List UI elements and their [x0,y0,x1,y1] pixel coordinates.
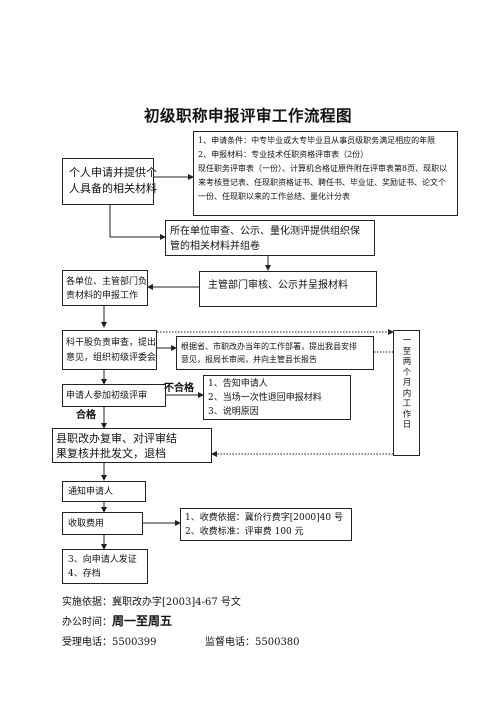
collect-fee-box: 收取费用 [62,512,143,535]
conditions-line-5: 一份、任现职以来的工作总结、量化计分表 [198,192,350,201]
unit-review-line-1: 所在单位审查、公示、量化测评提供组织保 [170,226,360,237]
basis-value: 冀职改办字[2003]4-67 号文 [112,597,241,608]
basis-row: 实施依据：冀职改办字[2003]4-67 号文 [62,593,241,608]
schedule-note-line-1: 根据省、市职改办当年的工作部署，提出我县安排 [181,342,357,351]
county-review-box: 县职改办复审、对评审结 果复核并批发文，退档 [52,428,212,463]
fee-info-line-2: 2、收费标准：评审费 100 元 [185,527,304,537]
conditions-line-4: 来考核登记表、任现职资格证书、聘任书、毕业证、奖励证书、论文个 [198,178,446,187]
notify-text: 通知申请人 [68,487,114,497]
applicant-materials-line-2: 人具备的相关材料 [69,182,157,195]
schedule-note-box: 根据省、市职改办当年的工作部署，提出我县安排 意见，报局长审阅，并向主管县长报告 [176,336,374,370]
applicant-materials-box: 个人申请并提供个 人具备的相关材料 [62,158,157,205]
participate-box: 申请人参加初级评审 [62,384,166,407]
supervise-value: 5500380 [255,637,300,648]
fail-action-1: 1、告知申请人 [208,379,268,389]
dept-submit-line-1: 各单位、主管部门负 [66,277,148,287]
conditions-line-3: 现任职务评审表（一份）、计算机合格证原件附在评审表第8页、现职以 [198,164,448,173]
fail-action-2: 2、当场一次性退回申报材料 [208,393,322,403]
unit-review-box: 所在单位审查、公示、量化测评提供组织保 管的相关材料并组卷 [165,220,375,256]
basis-label: 实施依据： [62,597,112,608]
schedule-note-line-2: 意见，报局长审阅，并向主管县长报告 [181,355,317,364]
fail-action-3: 3、说明原因 [208,407,259,417]
hours-row: 办公时间：周一至周五 [62,612,172,629]
conditions-box: 1、申请条件：中专毕业或大专毕业且从事员级职务满足相应的年限 2、申报材料：专业… [193,131,458,216]
section-review-line-1: 科干股负责审查，提出 [66,338,157,348]
supervise-row: 监督电话：5500380 [205,633,300,648]
dept-submit-box: 各单位、主管部门负 责材料的申报工作 [62,270,148,306]
county-review-line-1: 县职改办复审、对评审结 [56,432,177,445]
dept-submit-line-2: 责材料的申报工作 [66,291,139,301]
page-title: 初级职称申报评审工作流程图 [143,107,352,125]
certificate-line-2: 4、存档 [68,569,101,579]
fail-label: 不合格 [164,383,194,394]
certificate-box: 3、向申请人发证 4、存档 [62,549,148,584]
phone-label: 受理电话： [62,637,112,648]
supervise-label: 监督电话： [205,637,255,648]
applicant-materials-line-1: 个人申请并提供个 [69,166,157,179]
phone-row: 受理电话：5500399 [62,633,157,648]
arrow-to-unit-review [109,205,166,240]
notify-box: 通知申请人 [62,481,146,502]
unit-review-line-2: 管的相关材料并组卷 [170,241,260,252]
collect-fee-text: 收取费用 [68,519,105,529]
fee-info-line-1: 1、收费依据：冀价行费字[2000]40 号 [185,513,343,523]
time-limit-box [393,330,420,456]
participate-text: 申请人参加初级评审 [66,391,148,401]
hours-label: 办公时间： [62,617,112,628]
conditions-line-2: 2、申报材料：专业技术任职资格评审表（2份） [198,150,369,159]
conditions-line-1: 1、申请条件：中专毕业或大专毕业且从事员级职务满足相应的年限 [198,136,436,145]
pass-label: 合格 [76,410,96,421]
fail-actions-box: 1、告知申请人 2、当场一次性退回申报材料 3、说明原因 [203,375,351,420]
certificate-line-1: 3、向申请人发证 [68,555,137,565]
time-limit-text: 一至两个月内工作日 [402,336,412,430]
county-review-line-2: 果复核并批发文，退档 [56,447,166,460]
section-review-box: 科干股负责审查，提出 意见，组织初级评委会 [62,330,157,370]
phone-value: 5500399 [112,637,157,648]
dept-review-text: 主管部门审核、公示并呈报材料 [208,280,348,291]
hours-value: 周一至周五 [112,614,173,628]
section-review-line-2: 意见，组织初级评委会 [66,353,157,363]
fee-info-box: 1、收费依据：冀价行费字[2000]40 号 2、收费标准：评审费 100 元 [180,508,352,541]
dept-review-box: 主管部门审核、公示并呈报材料 [199,271,377,307]
